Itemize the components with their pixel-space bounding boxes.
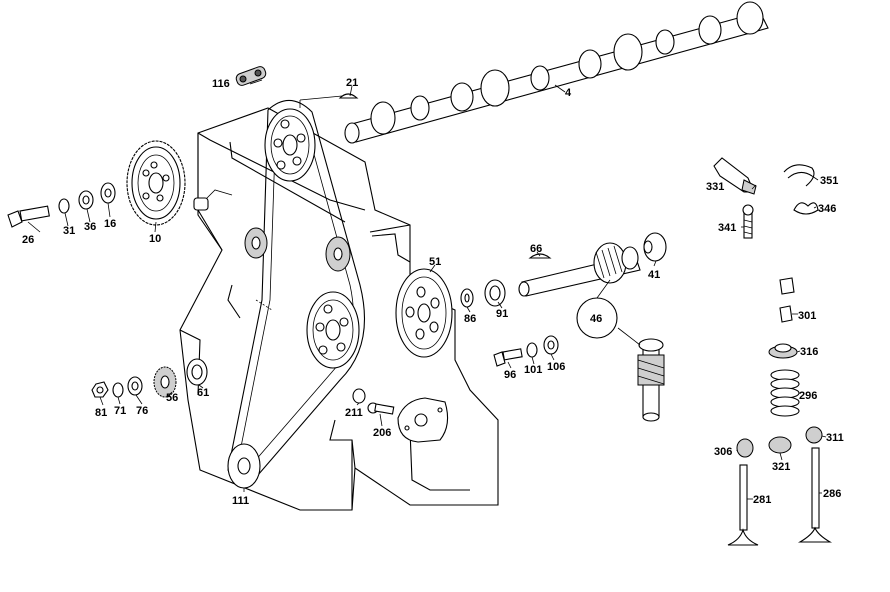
label-part-101: 101 (524, 364, 542, 376)
label-part-41: 41 (648, 269, 660, 281)
label-part-26: 26 (22, 234, 34, 246)
bolt-206 (367, 402, 395, 415)
label-part-211: 211 (345, 407, 363, 419)
spring-retainer-316 (768, 343, 798, 359)
label-part-331: 331 (706, 181, 724, 193)
bushing-61 (186, 358, 208, 386)
valve-keeper-301 (779, 305, 793, 323)
label-part-321: 321 (772, 461, 790, 473)
camshaft (344, 1, 769, 144)
label-part-76: 76 (136, 405, 148, 417)
label-part-306: 306 (714, 446, 732, 458)
label-part-311: 311 (826, 432, 844, 444)
bushing-41 (643, 232, 667, 262)
label-part-10: 10 (149, 233, 161, 245)
woodruff-key (338, 93, 359, 99)
adjuster-341 (742, 204, 754, 239)
intermediate-sprocket (306, 291, 360, 369)
label-part-301: 301 (798, 310, 816, 322)
label-part-16: 16 (104, 218, 116, 230)
label-part-61: 61 (197, 387, 209, 399)
spring-clip-351 (783, 164, 815, 187)
label-part-56: 56 (166, 392, 178, 404)
label-part-4: 4 (565, 87, 572, 99)
washer-211 (352, 388, 366, 404)
bolt-96 (493, 348, 523, 367)
leader-lines (27, 79, 827, 500)
washer-36 (78, 190, 94, 210)
intermediate-shaft (518, 242, 641, 297)
label-part-66: 66 (530, 243, 542, 255)
label-part-36: 36 (84, 221, 96, 233)
valve-keeper (779, 277, 795, 295)
valve-seal-311 (805, 426, 823, 444)
nut-81 (91, 381, 109, 398)
label-part-281: 281 (753, 494, 771, 506)
oil-pump-drive-shaft (596, 279, 665, 422)
bushing-91 (484, 279, 506, 307)
chain-guide-rollers (244, 227, 351, 272)
label-part-21: 21 (346, 77, 358, 89)
label-part-96: 96 (504, 369, 516, 381)
camshaft-sprocket (264, 108, 316, 182)
label-part-286: 286 (823, 488, 841, 500)
rocker-arm-331 (713, 157, 757, 195)
valve-281 (727, 464, 759, 546)
clip-346 (793, 202, 819, 215)
label-part-81: 81 (95, 407, 107, 419)
label-part-51: 51 (429, 256, 441, 268)
label-part-206: 206 (373, 427, 391, 439)
callout-circle-46 (576, 297, 618, 339)
key-66 (528, 253, 552, 259)
label-part-346: 346 (818, 203, 836, 215)
crankshaft-sprocket (227, 443, 261, 489)
washer-106 (543, 335, 559, 355)
chain-link (235, 66, 267, 86)
washer-101 (526, 342, 538, 358)
label-part-46: 46 (590, 313, 602, 325)
cover-flange (397, 397, 449, 443)
washer-76 (127, 376, 143, 396)
label-part-71: 71 (114, 405, 126, 417)
washer-16 (100, 182, 116, 204)
drive-gear (126, 140, 186, 226)
bolt-26 (7, 205, 50, 228)
label-part-31: 31 (63, 225, 75, 237)
label-part-351: 351 (820, 175, 838, 187)
label-part-316: 316 (800, 346, 818, 358)
part-labels: 4 10 16 21 26 31 36 41 46 51 56 61 66 71… (22, 77, 844, 507)
valve-spring-296 (770, 369, 800, 417)
valve-seal-306 (736, 438, 754, 458)
label-part-116: 116 (212, 78, 230, 90)
label-part-111: 111 (232, 495, 249, 507)
label-part-86: 86 (464, 313, 476, 325)
label-part-91: 91 (496, 308, 508, 320)
valve-286 (797, 447, 833, 543)
label-part-296: 296 (799, 390, 817, 402)
pinion-gear-56 (153, 366, 177, 398)
washer-86 (460, 288, 474, 308)
label-part-106: 106 (547, 361, 565, 373)
camshaft-gear (395, 268, 453, 358)
label-part-341: 341 (718, 222, 736, 234)
spring-seat-321 (768, 436, 792, 454)
washer-71 (112, 382, 124, 398)
lock-washer-31 (58, 198, 70, 214)
